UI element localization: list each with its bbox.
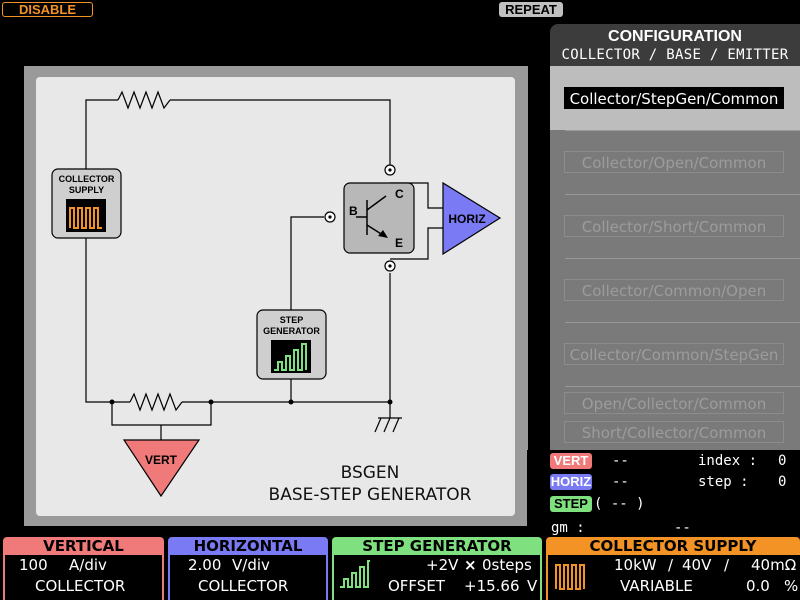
junction-dot: [208, 399, 214, 405]
config-divider: [565, 194, 800, 195]
horizontal-panel[interactable]: HORIZONTAL 2.00 V/div COLLECTOR: [168, 537, 328, 600]
terminal-b-label: B: [349, 204, 358, 218]
config-item-short-collector-common[interactable]: Short/Collector/Common: [564, 421, 784, 443]
horizontal-scale-value: 2.00: [188, 556, 222, 574]
config-divider: [565, 130, 800, 131]
terminal-e-label: E: [395, 236, 403, 250]
vertical-scale-unit: A/div: [69, 556, 107, 574]
step-generator-label-1: STEP: [280, 315, 304, 325]
collector-percent-unit: %: [784, 577, 799, 595]
step-count: 0steps: [482, 556, 532, 574]
pulse-icon: [555, 564, 585, 590]
junction-dot: [288, 399, 294, 405]
collector-sep-1: /: [668, 556, 674, 574]
step-readout-value: ( -- ): [594, 496, 645, 512]
configuration-header: CONFIGURATION COLLECTOR / BASE / EMITTER: [550, 24, 800, 66]
staircase-icon: [340, 560, 370, 588]
horiz-amp-label: HORIZ: [448, 212, 485, 226]
vert-readout-value: --: [612, 453, 629, 469]
horiz-amplifier: [442, 181, 502, 256]
step-generator-title: STEP GENERATOR: [332, 537, 542, 555]
disable-button[interactable]: DISABLE: [2, 2, 93, 17]
config-divider: [565, 322, 800, 323]
horiz-readout-value: --: [612, 474, 629, 490]
gm-value: --: [674, 520, 691, 536]
config-divider: [565, 258, 800, 259]
horizontal-body: 2.00 V/div COLLECTOR: [168, 555, 328, 600]
config-divider: [565, 386, 800, 387]
wire-top-right: [170, 99, 391, 165]
step-count-value: 0: [778, 474, 787, 490]
collector-supply-label-2: SUPPLY: [69, 185, 104, 195]
horizontal-title: HORIZONTAL: [168, 537, 328, 555]
vertical-panel[interactable]: VERTICAL 100 A/div COLLECTOR: [3, 537, 164, 600]
config-item-collector-common-stepgen[interactable]: Collector/Common/StepGen: [564, 343, 784, 365]
horizontal-source: COLLECTOR: [198, 577, 289, 595]
collector-supply-panel[interactable]: COLLECTOR SUPPLY 10kW / 40V / 40mΩ VARIA…: [546, 537, 800, 600]
index-value: 0: [778, 453, 787, 469]
offset-value: +15.66: [464, 577, 520, 595]
ground-tick-3: [392, 417, 400, 433]
ground-tick-2: [383, 417, 391, 433]
collector-supply-label-1: COLLECTOR: [59, 174, 115, 184]
wire-left: [85, 238, 112, 403]
step-generator-label-2: GENERATOR: [263, 326, 320, 336]
wire-base: [290, 216, 324, 310]
gm-label: gm :: [551, 520, 585, 536]
config-item-open-collector-common[interactable]: Open/Collector/Common: [564, 392, 784, 414]
vertical-scale-value: 100: [19, 556, 48, 574]
collector-percent: 0.0: [746, 577, 770, 595]
times-icon: ×: [464, 556, 477, 574]
vert-amp-label: VERT: [145, 453, 178, 467]
ground-tick-1: [374, 417, 382, 433]
config-item-collector-open-common[interactable]: Collector/Open/Common: [564, 151, 784, 173]
collector-voltage: 40V: [682, 556, 712, 574]
resistor-top: [117, 90, 171, 110]
junction-dot: [109, 399, 115, 405]
mode-name: BSGEN: [340, 463, 400, 483]
offset-label: OFFSET: [388, 577, 445, 595]
step-label: step :: [698, 474, 749, 490]
vertical-source: COLLECTOR: [35, 577, 126, 595]
terminal-c-label: C: [395, 187, 404, 201]
configuration-subtitle: COLLECTOR / BASE / EMITTER: [561, 47, 789, 63]
vert-amplifier: [122, 439, 201, 498]
config-item-collector-stepgen-common[interactable]: Collector/StepGen/Common: [564, 87, 784, 109]
step-generator-body: +2V × 0steps OFFSET +15.66 V: [332, 555, 542, 600]
step-generator-panel[interactable]: STEP GENERATOR +2V × 0steps OFFSET +15.6…: [332, 537, 542, 600]
transistor-box: [343, 182, 415, 254]
config-item-collector-short-common[interactable]: Collector/Short/Common: [564, 215, 784, 237]
collector-supply-body: 10kW / 40V / 40mΩ VARIABLE 0.0 %: [546, 555, 800, 600]
vertical-title: VERTICAL: [3, 537, 164, 555]
resistor-bottom: [129, 392, 183, 412]
collector-supply-title: COLLECTOR SUPPLY: [546, 537, 800, 555]
offset-unit: V: [527, 577, 538, 595]
vert-tag: VERT: [550, 453, 592, 469]
config-item-collector-common-open[interactable]: Collector/Common/Open: [564, 279, 784, 301]
step-tag: STEP: [550, 496, 592, 512]
repeat-button[interactable]: REPEAT: [499, 2, 563, 17]
collector-power: 10kW: [614, 556, 657, 574]
index-label: index :: [698, 453, 758, 469]
configuration-title: CONFIGURATION: [608, 28, 742, 45]
wire-horiz-bottom: [390, 227, 443, 260]
wire-top: [85, 99, 118, 185]
vertical-body: 100 A/div COLLECTOR: [3, 555, 164, 600]
collector-mode: VARIABLE: [620, 577, 693, 595]
horizontal-scale-unit: V/div: [232, 556, 270, 574]
mode-description: BASE-STEP GENERATOR: [268, 485, 472, 505]
collector-sep-2: /: [724, 556, 730, 574]
junction-dot: [387, 399, 393, 405]
diagram-panel: [36, 77, 515, 516]
transistor-emitter-arrow: [378, 230, 388, 238]
wire-vert-left: [111, 402, 212, 426]
collector-resistance: 40mΩ: [751, 556, 797, 574]
pulse-waveform-icon: [69, 207, 102, 229]
mode-caption: BSGEN BASE-STEP GENERATOR: [230, 462, 510, 506]
step-amplitude: +2V: [426, 556, 459, 574]
transistor-collector-leg: [366, 195, 387, 211]
staircase-waveform-icon: [274, 343, 307, 371]
horiz-tag: HORIZ: [550, 474, 592, 490]
